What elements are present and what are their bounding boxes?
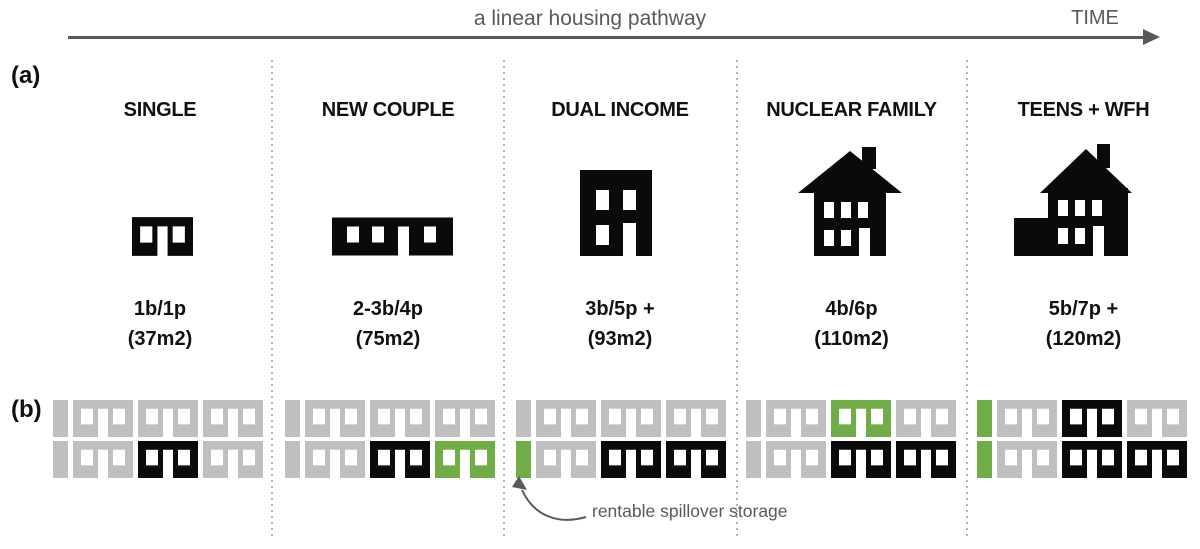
- stage-label-new-couple: 2-3b/4p (75m2): [272, 294, 504, 354]
- dwelling-unit-icon: [766, 441, 826, 478]
- house-with-extension-icon: [1014, 144, 1132, 256]
- unit-row: [516, 441, 726, 478]
- dwelling-unit-icon: [766, 400, 826, 437]
- dwelling-unit-icon: [896, 400, 956, 437]
- area-label: (75m2): [355, 328, 421, 350]
- storage-bar-icon: [977, 441, 992, 478]
- storage-bar-icon: [516, 441, 531, 478]
- storage-bar-icon: [53, 441, 68, 478]
- two-storey-flat-icon: [580, 170, 652, 256]
- unit-row: [53, 441, 263, 478]
- dwelling-unit-icon: [73, 441, 133, 478]
- storage-bar-icon: [746, 441, 761, 478]
- area-label: (93m2): [587, 328, 653, 350]
- dwelling-unit-icon: [831, 441, 891, 478]
- beds-label: 1b/1p: [133, 298, 187, 320]
- one-storey-terrace-icon: [332, 217, 453, 256]
- dwelling-unit-icon: [666, 400, 726, 437]
- area-label: (120m2): [1045, 328, 1122, 350]
- row-a-label: (a): [11, 62, 41, 89]
- column-divider: [271, 60, 273, 538]
- storage-bar-icon: [516, 400, 531, 437]
- unit-row: [285, 400, 495, 437]
- unit-row: [53, 400, 263, 437]
- dwelling-unit-icon: [203, 400, 263, 437]
- dwelling-unit-icon: [203, 441, 263, 478]
- dwelling-unit-icon: [1127, 400, 1187, 437]
- dwelling-unit-icon: [997, 400, 1057, 437]
- dwelling-unit-icon: [305, 441, 365, 478]
- unit-row: [746, 441, 956, 478]
- stage-label-single: 1b/1p (37m2): [48, 294, 272, 354]
- unit-grid-teens-wfh: [977, 400, 1187, 482]
- stage-label-dual-income: 3b/5p + (93m2): [504, 294, 736, 354]
- storage-bar-icon: [977, 400, 992, 437]
- timeline-arrow-line: [68, 36, 1146, 39]
- dwelling-unit-icon: [305, 400, 365, 437]
- dwelling-unit-icon: [1127, 441, 1187, 478]
- storage-bar-icon: [285, 400, 300, 437]
- time-label: TIME: [1071, 7, 1119, 29]
- dwelling-unit-icon: [666, 441, 726, 478]
- stage-header-teens-wfh: TEENS + WFH: [1017, 99, 1150, 121]
- row-b-label: (b): [11, 396, 42, 423]
- stage-label-nuclear-family: 4b/6p (110m2): [736, 294, 967, 354]
- dwelling-unit-icon: [370, 400, 430, 437]
- column-divider: [503, 60, 505, 538]
- dwelling-unit-icon: [536, 400, 596, 437]
- unit-row: [977, 400, 1187, 437]
- stage-header-new-couple: NEW COUPLE: [321, 99, 455, 121]
- dwelling-unit-icon: [73, 400, 133, 437]
- annotation-arrow-icon: [512, 476, 587, 521]
- detached-house-icon: [798, 147, 902, 256]
- unit-grid-single: [53, 400, 263, 482]
- beds-label: 4b/6p: [825, 298, 878, 320]
- beds-label: 3b/5p +: [585, 298, 655, 320]
- area-label: (110m2): [814, 328, 889, 350]
- dwelling-unit-icon: [831, 400, 891, 437]
- one-storey-duplex-icon: [132, 217, 193, 256]
- dwelling-unit-icon: [138, 441, 198, 478]
- annotation-text: rentable spillover storage: [592, 501, 788, 521]
- unit-grid-nuclear-family: [746, 400, 956, 482]
- unit-row: [977, 441, 1187, 478]
- beds-label: 2-3b/4p: [352, 298, 424, 320]
- storage-bar-icon: [285, 441, 300, 478]
- dwelling-unit-icon: [536, 441, 596, 478]
- dwelling-unit-icon: [370, 441, 430, 478]
- stage-label-teens-wfh: 5b/7p + (120m2): [967, 294, 1200, 354]
- dwelling-unit-icon: [601, 441, 661, 478]
- unit-row: [285, 441, 495, 478]
- stage-header-dual-income: DUAL INCOME: [551, 99, 689, 121]
- dwelling-unit-icon: [1062, 400, 1122, 437]
- timeline-arrowhead-icon: [1143, 29, 1160, 45]
- timeline-title: a linear housing pathway: [473, 7, 707, 30]
- column-divider: [736, 60, 738, 538]
- column-divider: [966, 60, 968, 538]
- stage-header-single: SINGLE: [123, 99, 197, 121]
- dwelling-unit-icon: [138, 400, 198, 437]
- dwelling-unit-icon: [601, 400, 661, 437]
- dwelling-unit-icon: [997, 441, 1057, 478]
- storage-bar-icon: [53, 400, 68, 437]
- dwelling-unit-icon: [435, 400, 495, 437]
- area-label: (37m2): [127, 328, 193, 350]
- unit-grid-dual-income: [516, 400, 726, 482]
- unit-grid-new-couple: [285, 400, 495, 482]
- storage-bar-icon: [746, 400, 761, 437]
- unit-row: [516, 400, 726, 437]
- dwelling-unit-icon: [435, 441, 495, 478]
- beds-label: 5b/7p +: [1048, 298, 1119, 320]
- dwelling-unit-icon: [896, 441, 956, 478]
- unit-row: [746, 400, 956, 437]
- stage-header-nuclear-family: NUCLEAR FAMILY: [766, 99, 937, 121]
- dwelling-unit-icon: [1062, 441, 1122, 478]
